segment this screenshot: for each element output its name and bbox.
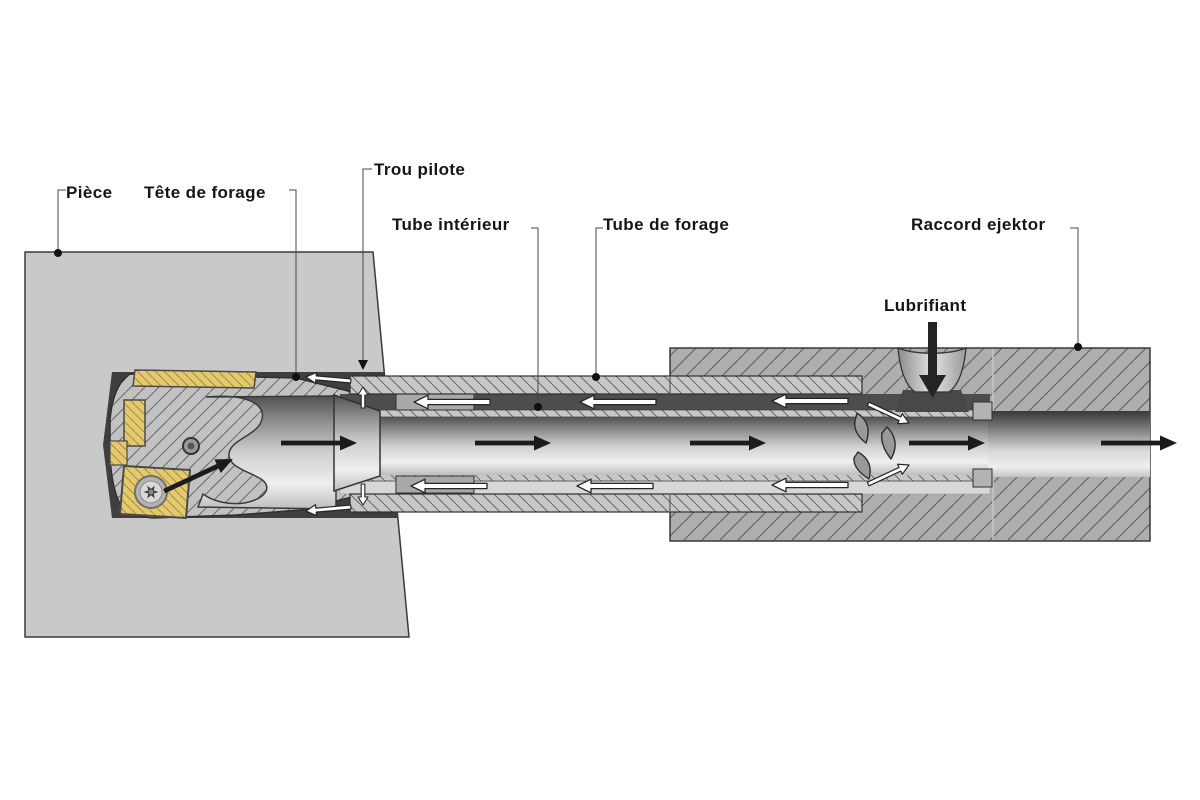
deflector-screw-hole-center bbox=[187, 442, 195, 450]
label-ejector-coupling: Raccord ejektor bbox=[911, 215, 1046, 234]
leader-piece bbox=[57, 189, 66, 251]
chip-mouth bbox=[196, 395, 337, 510]
guide-pad-top bbox=[132, 369, 257, 389]
funnel-chamber bbox=[895, 390, 969, 412]
leader-inner-tube bbox=[531, 227, 539, 403]
leader-drill-tube bbox=[595, 227, 603, 373]
inner-tube-end-cap-bottom bbox=[972, 468, 993, 488]
leader-drill-head bbox=[289, 189, 297, 373]
lubricant-arrow bbox=[919, 322, 946, 398]
chip-crescent-icon bbox=[854, 412, 869, 444]
label-lubricant: Lubrifiant bbox=[884, 296, 967, 315]
leader-dot-drill-head bbox=[292, 373, 300, 381]
leader-dot-piece bbox=[54, 249, 62, 257]
chip-crescent-icon bbox=[881, 426, 896, 460]
label-pilot-hole: Trou pilote bbox=[374, 160, 466, 179]
label-inner-tube: Tube intérieur bbox=[392, 215, 510, 234]
leader-lines bbox=[57, 168, 1079, 403]
leader-dot-inner-tube bbox=[534, 403, 542, 411]
label-drill-head: Tête de forage bbox=[144, 183, 266, 202]
leader-pilot-hole bbox=[362, 168, 372, 360]
leader-dots bbox=[54, 249, 1082, 411]
inner-tube-end-cap-top bbox=[972, 401, 993, 421]
label-piece: Pièce bbox=[66, 183, 113, 202]
drill-tube-lower-wall bbox=[349, 493, 863, 513]
leader-dot-drill-tube bbox=[592, 373, 600, 381]
drill-tube-upper-wall bbox=[349, 375, 863, 395]
insert-tab bbox=[109, 440, 128, 466]
leader-arrowhead-pilot-hole bbox=[358, 360, 368, 370]
torx-screw-icon bbox=[134, 475, 168, 509]
label-drill-tube: Tube de forage bbox=[603, 215, 730, 234]
guide-pad-side bbox=[123, 399, 146, 447]
chip-crescent-icon bbox=[853, 451, 871, 480]
leader-ejector-coupling bbox=[1070, 227, 1079, 344]
leader-dot-ejector-coupling bbox=[1074, 343, 1082, 351]
chips-group bbox=[853, 412, 896, 480]
chip-return-bore bbox=[336, 417, 990, 475]
